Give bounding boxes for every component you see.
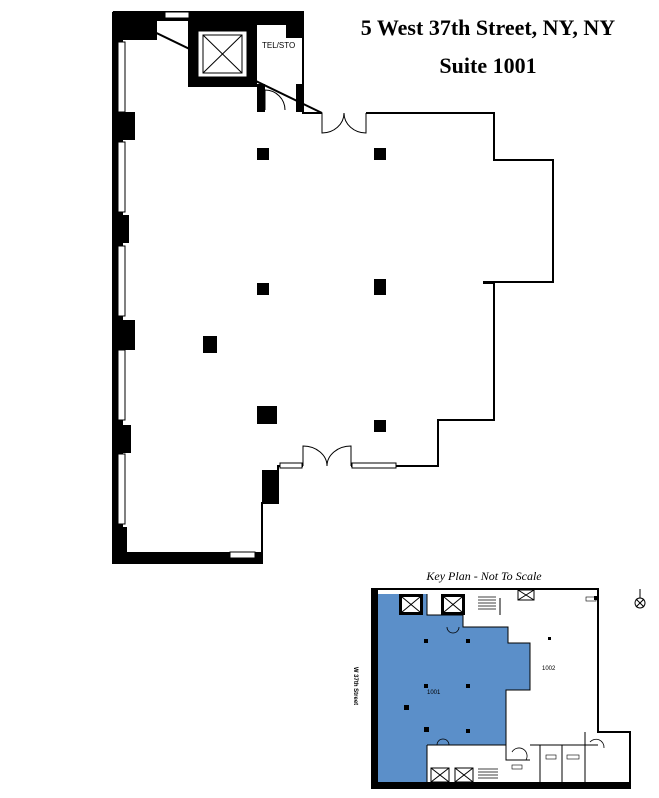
suite-1001-highlight (377, 594, 530, 783)
suite-1002-label: 1002 (542, 666, 556, 672)
key-plan-caption: Key Plan - Not To Scale (426, 569, 542, 583)
structural-columns (203, 148, 386, 503)
street-label: W 37th Street (352, 667, 358, 705)
west-pilasters (113, 112, 135, 557)
tel-sto-room-label: TEL/STO (262, 41, 295, 50)
south-double-door (302, 445, 352, 467)
south-wall (113, 552, 262, 563)
tel-sto-closet-wall (257, 21, 303, 25)
suite-1001-label: 1001 (427, 690, 441, 696)
northwest-corner-column (113, 12, 157, 40)
closet-door-swing (264, 89, 286, 111)
north-wall (113, 12, 303, 21)
north-arrow-icon (634, 589, 646, 609)
north-double-door (321, 112, 367, 134)
key-plan-room-tags (511, 596, 597, 770)
building-address-title: 5 West 37th Street, NY, NY (360, 15, 616, 40)
suite-number-title: Suite 1001 (439, 53, 537, 78)
key-plan-elevators (399, 589, 535, 783)
key-plan-doors (436, 626, 605, 761)
north-window (164, 11, 190, 19)
key-plan-stairs (478, 596, 498, 779)
south-window (229, 551, 256, 559)
